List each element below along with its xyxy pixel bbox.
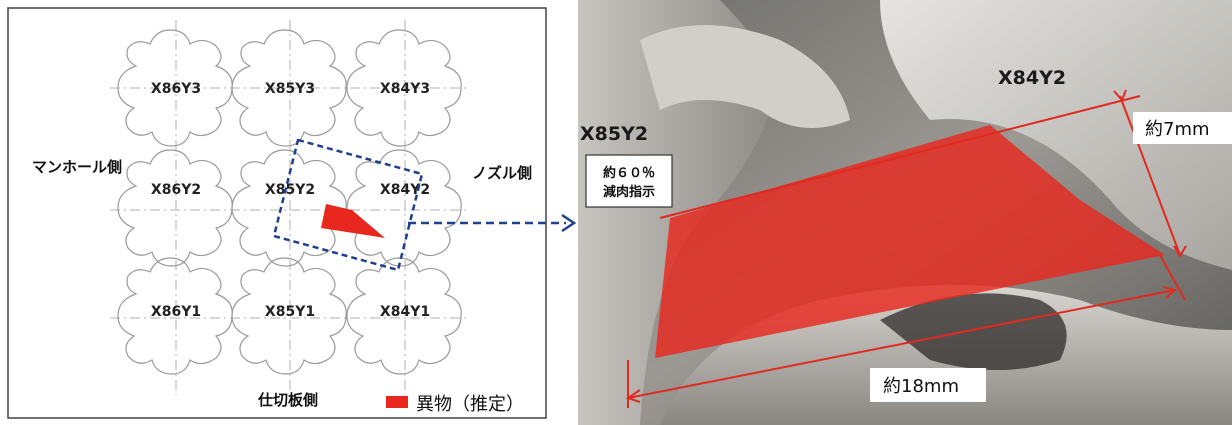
inspection-photo-panel: X84Y2 X85Y2 約６０％ 減肉指示 約7mm 約18mm [578,0,1232,425]
inspection-area-box [272,138,424,272]
map-frame [7,7,547,419]
dim-label-length-bg [870,368,986,402]
tube-label: X86Y3 [151,81,201,97]
tube-gap-shadow [880,293,1067,370]
legend-swatch [386,396,408,408]
foreign-matter-marker [321,204,385,238]
grid-centerlines [110,20,470,395]
tube-label: X84Y3 [380,81,430,97]
tube-label: X84Y2 [380,182,430,198]
tube-surface-upper-right [880,0,1232,270]
tube-label: X85Y1 [265,304,315,320]
photo-label-x85y2: X85Y2 [580,123,648,145]
dim-label-height-bg [1133,112,1232,144]
tube-label: X84Y1 [380,304,430,320]
foreign-matter-overlay [655,125,1165,358]
tube-label: X86Y1 [151,304,201,320]
thinning-note-box [585,154,673,208]
tube-map-panel: X86Y3 X85Y3 X84Y3 X86Y2 X85Y2 X84Y2 X86Y… [7,7,547,419]
dim-label-length: 約18mm [883,376,959,397]
tube-label: X85Y3 [265,81,315,97]
thinning-note-line2: 減肉指示 [603,184,655,200]
tube-label: X85Y2 [265,182,315,198]
thinning-note-line1: 約６０％ [603,165,655,181]
photo-label-x84y2: X84Y2 [998,67,1066,89]
side-label-partition: 仕切板側 [257,391,318,409]
tube-surface-upper [640,25,850,128]
connector-arrow [408,213,577,233]
side-label-manhole: マンホール側 [32,158,122,176]
legend-label: 異物（推定） [416,394,524,415]
side-label-nozzle: ノズル側 [472,164,532,182]
dim-label-height: 約7mm [1145,119,1210,140]
dimension-lines [625,89,1187,408]
tube-label: X86Y2 [151,182,201,198]
